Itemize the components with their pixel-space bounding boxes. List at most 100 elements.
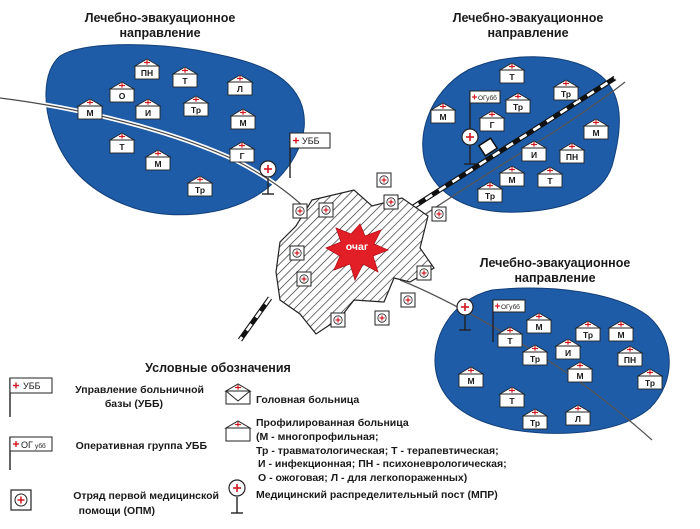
- legend-head-hospital-icon: [224, 383, 252, 405]
- tent-lower-11: Т: [498, 386, 526, 408]
- tent-lower-7-label: ПН: [624, 355, 636, 365]
- opm-unit: [416, 265, 432, 281]
- mrp-post-right: [461, 128, 479, 165]
- tent-left-2-label: ПН: [141, 68, 153, 78]
- tent-right-1-label: Т: [509, 72, 515, 82]
- tent-left-12: Тр: [186, 175, 214, 197]
- tent-right-11: Тр: [476, 181, 504, 203]
- tent-lower-13: Л: [564, 404, 592, 426]
- tents-left: М ПН Т О Л И Тр М Т Г М Тр: [76, 58, 257, 197]
- opm-unit: [383, 194, 399, 210]
- road-lower: [399, 279, 653, 441]
- tent-lower-8: М: [457, 366, 485, 388]
- tent-right-5: М: [429, 102, 457, 124]
- tent-lower-5-label: Тр: [530, 354, 540, 364]
- flag-ubb-center: УББ: [289, 132, 331, 178]
- tent-lower-11-label: Т: [509, 396, 515, 406]
- road-left-edge: [0, 97, 319, 223]
- legend-ubb-icon: УББ: [9, 377, 53, 417]
- tent-left-8-label: М: [239, 118, 246, 128]
- tent-left-5: Л: [226, 74, 254, 96]
- legend-ubb-line2: базы (УББ): [105, 398, 163, 410]
- tent-left-4: О: [108, 81, 136, 103]
- tent-left-2: ПН: [133, 58, 161, 80]
- legend-profiled-line2: Тр - травматологическая; Т - терапевтиче…: [256, 445, 499, 457]
- tent-right-7-label: И: [531, 150, 537, 160]
- legend-opm-icon: [10, 489, 32, 511]
- legend-opm-line2: помощи (ОПМ): [79, 505, 155, 517]
- tent-lower-10: Тр: [636, 368, 664, 390]
- legend-head-hospital: Головная больница: [256, 394, 359, 406]
- opm-unit: [431, 206, 447, 222]
- focus-star: [325, 223, 390, 282]
- railway-station: [477, 137, 499, 157]
- legend-ogubb-suffix: убб: [35, 442, 46, 450]
- opm-unit: [296, 271, 312, 287]
- region-left-title-2: направление: [119, 26, 200, 40]
- legend-profiled-line1: (М - многопрофильная;: [256, 431, 379, 443]
- legend-ogubb-text: Оперативная группа УББ: [76, 440, 208, 452]
- tent-left-8: М: [229, 108, 257, 130]
- opm-units: [289, 172, 447, 328]
- tent-right-2: Тр: [552, 79, 580, 101]
- tent-right-8-label: ПН: [566, 152, 578, 162]
- tent-lower-9: М: [566, 361, 594, 383]
- tent-left-5-label: Л: [237, 84, 243, 94]
- legend-ubb-line1: Управление больничной: [75, 384, 204, 396]
- tent-lower-3: Тр: [574, 320, 602, 342]
- tent-lower-12-label: Тр: [530, 418, 540, 428]
- tent-lower-9-label: М: [576, 371, 583, 381]
- legend-opm-line1: Отряд первой медицинской: [73, 490, 219, 502]
- tent-left-7-label: Тр: [191, 105, 201, 115]
- opm-unit: [289, 245, 305, 261]
- opm-unit: [318, 202, 334, 218]
- tent-lower-7: ПН: [616, 345, 644, 367]
- tent-left-9-label: Т: [119, 142, 125, 152]
- tent-left-10: Г: [228, 141, 256, 163]
- railway-right-dash: [384, 76, 616, 227]
- tent-right-6-label: М: [592, 128, 599, 138]
- legend-profiled-line3: И - инфекционная; ПН - психоневрологичес…: [258, 458, 507, 470]
- tent-right-6: М: [582, 118, 610, 140]
- tent-right-9: Т: [536, 166, 564, 188]
- region-lower-title-2: направление: [514, 271, 595, 285]
- railway-lower-left-base: [237, 296, 273, 342]
- opm-unit: [376, 172, 392, 188]
- road-right: [404, 81, 626, 229]
- tent-right-7: И: [520, 140, 548, 162]
- flag-ogubb-right-label: ОГубб: [478, 94, 497, 102]
- tents-right: Т Тр Тр Г М М И ПН Т М Тр: [429, 62, 610, 203]
- tent-left-10-label: Г: [240, 151, 245, 161]
- region-right-title-2: направление: [487, 26, 568, 40]
- tent-lower-10-label: Тр: [645, 378, 655, 388]
- tent-left-3-label: Т: [182, 76, 188, 86]
- tent-right-10: М: [498, 165, 526, 187]
- legend-profiled-line4: О - ожоговая; Л - для легкопораженных): [258, 472, 467, 484]
- tent-left-6: И: [134, 98, 162, 120]
- legend-profiled-hospital-icon: [224, 420, 252, 442]
- flag-ogubb-lower-label: ОГубб: [501, 303, 520, 311]
- flag-ogubb-right: ОГубб: [469, 90, 501, 135]
- tent-right-1: Т: [498, 62, 526, 84]
- tent-lower-13-label: Л: [575, 414, 581, 424]
- tent-left-11: М: [144, 149, 172, 171]
- tent-right-2-label: Тр: [561, 89, 571, 99]
- tent-right-4: Г: [478, 110, 506, 132]
- tent-lower-6: И: [554, 338, 582, 360]
- region-lower-title-1: Лечебно-эвакуационное: [480, 256, 631, 270]
- tent-left-3: Т: [171, 66, 199, 88]
- tent-left-7: Тр: [182, 95, 210, 117]
- legend-mrp-icon: [228, 479, 246, 514]
- tent-left-9: Т: [108, 132, 136, 154]
- focus-label: очаг: [346, 241, 369, 253]
- tent-right-8: ПН: [558, 142, 586, 164]
- tent-left-1: М: [76, 98, 104, 120]
- tent-left-6-label: И: [145, 108, 151, 118]
- tent-lower-1: М: [525, 312, 553, 334]
- region-left: [45, 44, 305, 216]
- tent-right-3-label: Тр: [513, 102, 523, 112]
- legend-title: Условные обозначения: [145, 361, 291, 375]
- legend-ogubb-prefix: ОГ: [21, 440, 33, 450]
- legend-ubb-icon-label: УББ: [23, 381, 41, 391]
